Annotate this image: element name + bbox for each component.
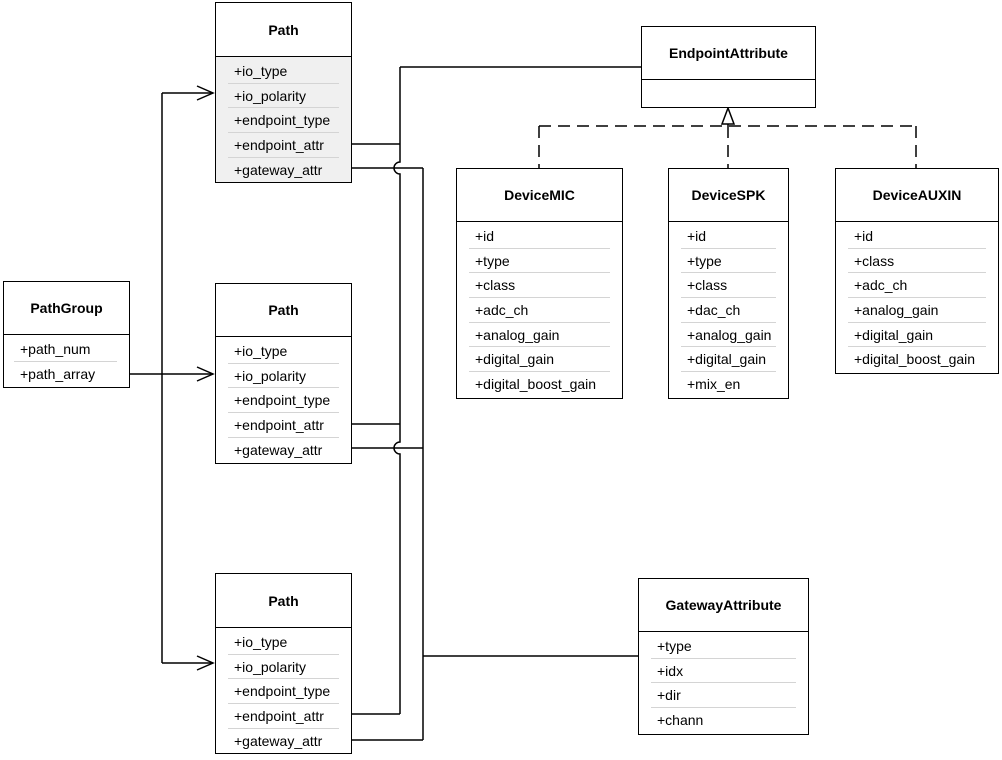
class-title: Path xyxy=(216,3,351,57)
attribute-list: +path_num +path_array xyxy=(4,335,129,386)
attribute-list: +io_type +io_polarity +endpoint_type +en… xyxy=(216,628,351,753)
arrowhead-mid xyxy=(196,366,215,382)
attribute: +adc_ch xyxy=(469,298,610,323)
attribute: +io_polarity xyxy=(228,84,339,109)
attribute: +class xyxy=(681,273,776,299)
class-title: GatewayAttribute xyxy=(639,579,808,632)
attribute: +analog_gain xyxy=(469,323,610,348)
attribute: +endpoint_attr xyxy=(228,413,339,438)
path-class-top: Path +io_type +io_polarity +endpoint_typ… xyxy=(215,2,352,183)
attribute-list: +type +idx +dir +chann xyxy=(639,632,808,733)
attribute: +digital_gain xyxy=(848,323,986,348)
endpoint-attribute-class: EndpointAttribute xyxy=(641,26,816,108)
attribute: +dac_ch xyxy=(681,298,776,323)
class-title: Path xyxy=(216,284,351,337)
attribute: +io_polarity xyxy=(228,655,339,680)
attribute: +gateway_attr xyxy=(234,732,323,749)
arrowhead-bottom xyxy=(196,655,215,671)
attribute: +class xyxy=(848,249,986,274)
attribute: +path_num xyxy=(14,337,117,362)
attribute: +id xyxy=(681,224,776,249)
attribute: +analog_gain xyxy=(681,323,776,348)
attribute-list: +id +type +class +dac_ch +analog_gain +d… xyxy=(669,222,788,397)
attribute: +type xyxy=(469,249,610,274)
generalization-triangle xyxy=(720,105,736,125)
attribute: +endpoint_type xyxy=(228,108,339,134)
attribute: +analog_gain xyxy=(848,298,986,323)
class-title: DeviceSPK xyxy=(669,169,788,222)
attribute: +idx xyxy=(651,659,796,684)
attribute-list: +id +type +class +adc_ch +analog_gain +d… xyxy=(457,222,622,397)
endpoint-bus xyxy=(393,67,401,714)
class-title: DeviceMIC xyxy=(457,169,622,222)
path-class-middle: Path +io_type +io_polarity +endpoint_typ… xyxy=(215,283,352,464)
attribute: +endpoint_attr xyxy=(228,133,339,158)
attribute: +gateway_attr xyxy=(234,441,323,458)
path-group-class: PathGroup +path_num +path_array xyxy=(3,281,130,388)
attribute: +io_type xyxy=(228,59,339,84)
attribute: +digital_gain xyxy=(469,347,610,373)
device-mic-class: DeviceMIC +id +type +class +adc_ch +anal… xyxy=(456,168,623,399)
device-auxin-class: DeviceAUXIN +id +class +adc_ch +analog_g… xyxy=(835,168,999,374)
attribute: +dir xyxy=(651,683,796,709)
attribute: +endpoint_type xyxy=(228,679,339,705)
attribute: +class xyxy=(469,273,610,299)
attribute: +io_polarity xyxy=(228,364,339,389)
attribute: +gateway_attr xyxy=(234,161,323,178)
attribute: +adc_ch xyxy=(848,273,986,299)
class-title: DeviceAUXIN xyxy=(836,169,998,222)
attribute-list: +io_type +io_polarity +endpoint_type +en… xyxy=(216,57,351,183)
class-title: EndpointAttribute xyxy=(642,27,815,80)
attribute: +type xyxy=(681,249,776,274)
attribute: +io_type xyxy=(228,339,339,364)
attribute: +digital_gain xyxy=(681,347,776,373)
attribute: +digital_boost_gain xyxy=(854,351,976,368)
attribute-list: +io_type +io_polarity +endpoint_type +en… xyxy=(216,337,351,462)
path-class-bottom: Path +io_type +io_polarity +endpoint_typ… xyxy=(215,573,352,754)
attribute: +path_array xyxy=(20,365,96,382)
attribute: +digital_boost_gain xyxy=(475,376,597,393)
arrowhead-top xyxy=(196,85,215,101)
attribute: +io_type xyxy=(228,630,339,655)
device-spk-class: DeviceSPK +id +type +class +dac_ch +anal… xyxy=(668,168,789,399)
attribute: +id xyxy=(848,224,986,249)
attribute: +type xyxy=(651,634,796,659)
class-title: PathGroup xyxy=(4,282,129,335)
attribute: +endpoint_type xyxy=(228,388,339,414)
attribute-list: +id +class +adc_ch +analog_gain +digital… xyxy=(836,222,998,372)
gateway-attribute-class: GatewayAttribute +type +idx +dir +chann xyxy=(638,578,809,735)
attribute: +id xyxy=(469,224,610,249)
attribute: +mix_en xyxy=(687,376,741,393)
attribute: +chann xyxy=(657,712,704,729)
class-title: Path xyxy=(216,574,351,628)
attribute: +endpoint_attr xyxy=(228,704,339,729)
